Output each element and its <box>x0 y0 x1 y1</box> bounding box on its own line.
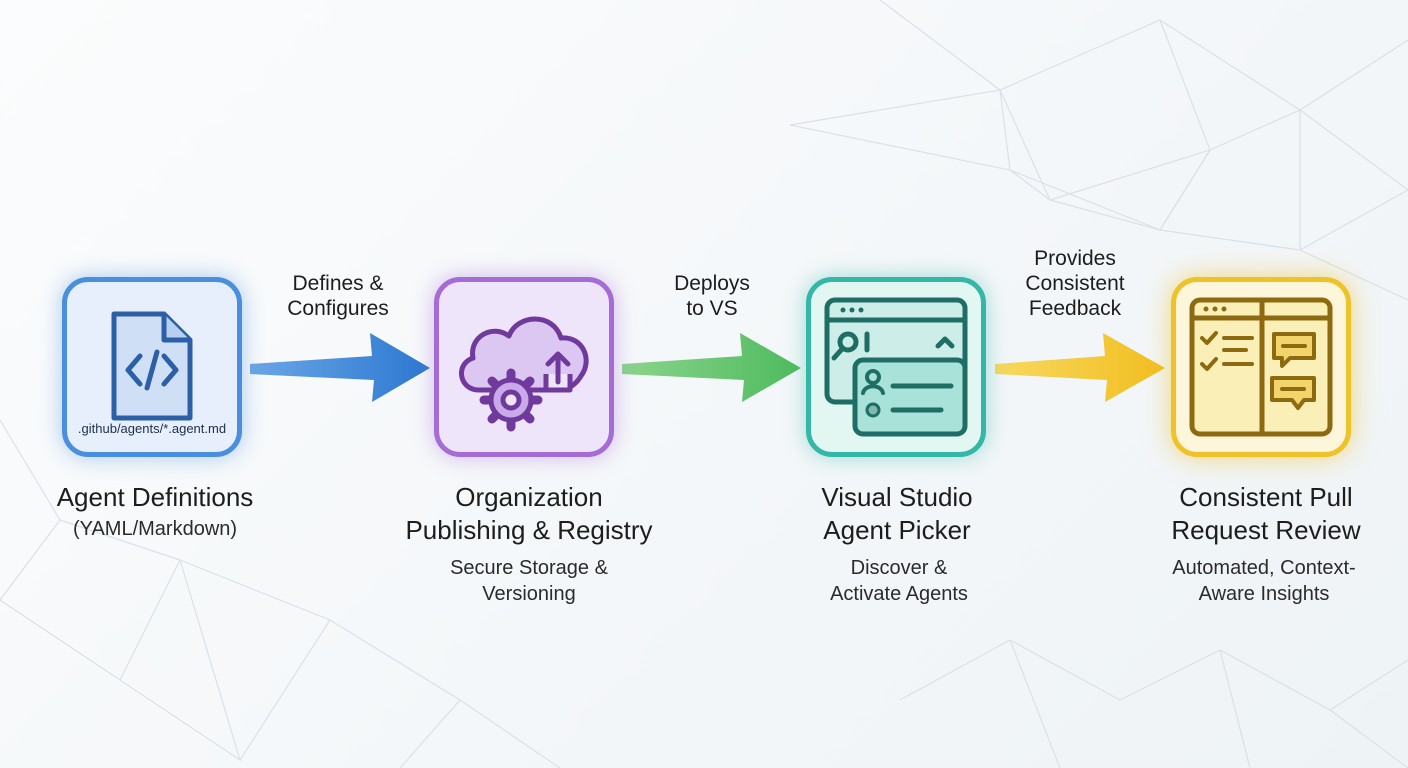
review-board-icon <box>1189 297 1333 437</box>
agent-definitions-box: .github/agents/*.agent.md <box>62 277 242 457</box>
stage-description-organization-registry: Secure Storage &Versioning <box>450 557 608 605</box>
stage-subtitle-agent-definitions: (YAML/Markdown) <box>72 518 238 540</box>
window-picker-icon <box>824 297 968 437</box>
code-file-icon <box>111 311 193 421</box>
stage-description-pull-request-review: Automated, Context-Aware Insights <box>1172 557 1356 605</box>
organization-registry-box <box>434 277 614 457</box>
stage-description-visual-studio-picker: Discover &Activate Agents <box>830 557 968 605</box>
connector-arrow-2 <box>622 333 801 402</box>
pull-request-review-box <box>1171 277 1351 457</box>
cloud-upload-gear-icon <box>459 316 589 432</box>
connector-arrow-1 <box>250 333 430 402</box>
connector-label-defines-configures: Defines &Configures <box>287 272 389 320</box>
connector-arrow-3 <box>995 333 1165 402</box>
visual-studio-picker-box <box>806 277 986 457</box>
stage-title-agent-definitions: Agent Definitions <box>56 482 254 512</box>
agent-file-path: .github/agents/*.agent.md <box>77 421 227 436</box>
